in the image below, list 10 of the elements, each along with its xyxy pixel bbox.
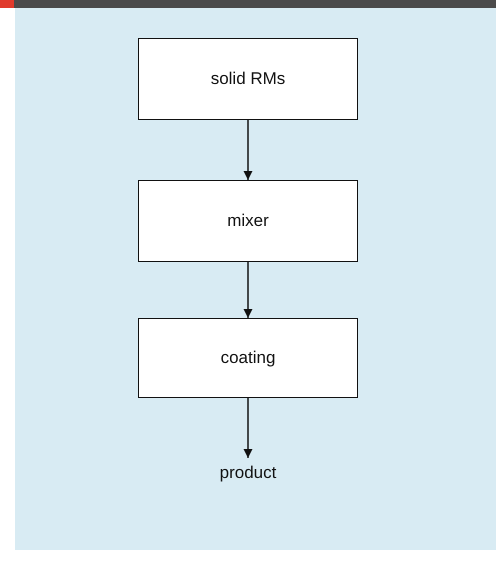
box-label: solid RMs [210,69,286,89]
output-label: product [205,458,291,488]
arrow [244,262,252,318]
process-box [138,180,358,262]
arrow [244,120,252,180]
process-box [138,38,358,120]
box-label: mixer [227,211,269,231]
arrow [244,398,252,458]
process-box [138,318,358,398]
box-label: coating [220,348,276,368]
